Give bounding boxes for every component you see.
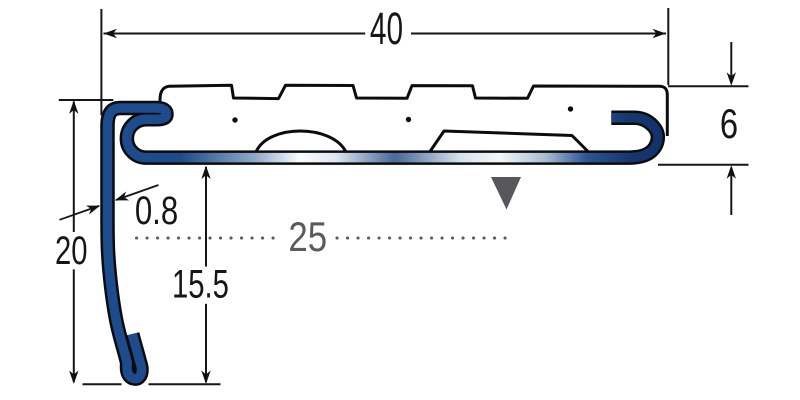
- svg-text:6: 6: [720, 100, 738, 147]
- svg-text:40: 40: [370, 4, 403, 55]
- svg-text:15.5: 15.5: [172, 263, 229, 306]
- svg-text:20: 20: [55, 230, 88, 273]
- svg-text:0.8: 0.8: [135, 188, 178, 232]
- svg-text:25: 25: [288, 214, 327, 261]
